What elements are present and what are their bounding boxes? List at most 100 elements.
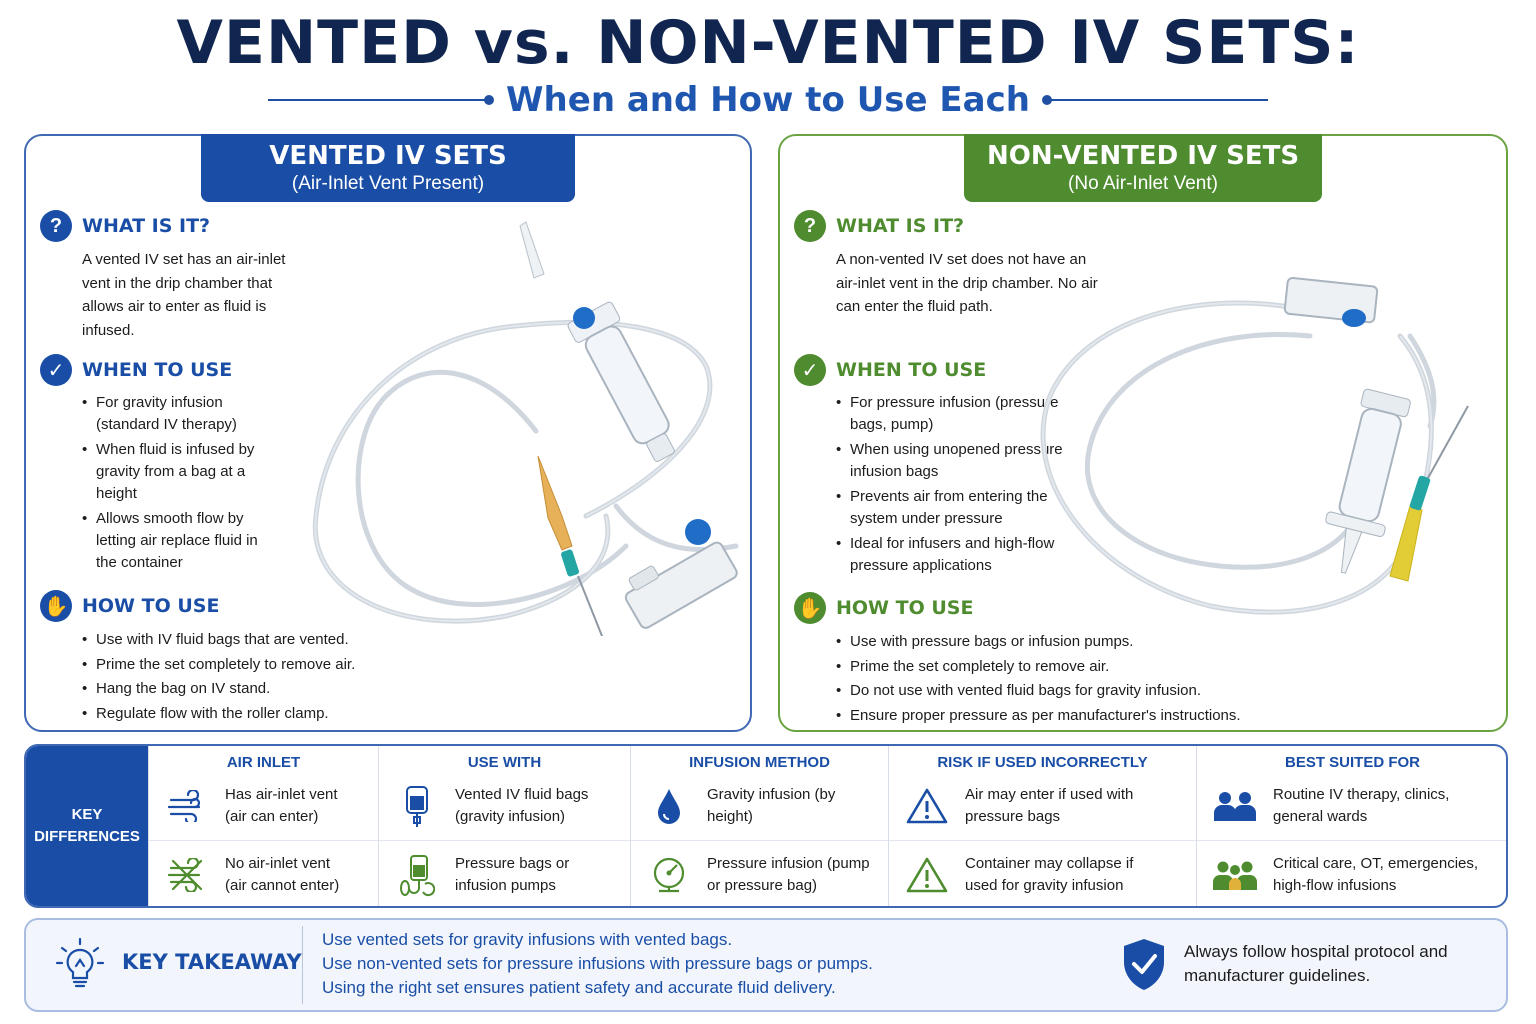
question-icon: ? bbox=[794, 210, 826, 242]
drop-icon bbox=[631, 786, 707, 826]
nonvented-panel: NON-VENTED IV SETS (No Air-Inlet Vent) ?… bbox=[778, 134, 1508, 732]
when-list: For pressure infusion (pressure bags, pu… bbox=[836, 392, 1096, 577]
list-item: Do not use with vented fluid bags for gr… bbox=[836, 679, 1456, 704]
nonvented-subtitle: (No Air-Inlet Vent) bbox=[1068, 173, 1218, 194]
diff-column-risk: RISK IF USED INCORRECTLY Air may enter i… bbox=[888, 746, 1196, 906]
vented-subtitle: (Air-Inlet Vent Present) bbox=[291, 173, 485, 194]
list-item: Prevents air from entering the system un… bbox=[836, 486, 1096, 530]
vented-when-section: ✓ WHEN TO USE For gravity infusion (stan… bbox=[40, 354, 272, 577]
takeaway-lines: Use vented sets for gravity infusions wi… bbox=[322, 928, 873, 1000]
question-icon: ? bbox=[40, 210, 72, 242]
list-item: Regulate flow with the roller clamp. bbox=[82, 702, 702, 727]
diff-column-air-inlet: AIR INLET Has air-inlet vent (air can en… bbox=[148, 746, 378, 906]
nonvented-how-section: ✋ HOW TO USE Use with pressure bags or i… bbox=[794, 592, 1456, 728]
list-item: Prime the set completely to remove air. bbox=[836, 655, 1456, 680]
what-text: A vented IV set has an air-inlet vent in… bbox=[82, 251, 286, 339]
shield-check-icon bbox=[1124, 939, 1164, 990]
gauge-icon bbox=[631, 855, 707, 895]
no-air-icon bbox=[149, 857, 225, 892]
list-item: When using unopened pressure infusion ba… bbox=[836, 439, 1096, 483]
section-title: WHAT IS IT? bbox=[836, 215, 965, 237]
section-title: WHAT IS IT? bbox=[82, 215, 211, 237]
vented-what-section: ? WHAT IS IT? A vented IV set has an air… bbox=[40, 210, 308, 342]
diff-column-use-with: USE WITH Vented IV fluid bags (gravity i… bbox=[378, 746, 630, 906]
divider-line bbox=[268, 95, 495, 105]
section-title: WHEN TO USE bbox=[836, 359, 987, 381]
list-item: Hang the bag on IV stand. bbox=[82, 677, 702, 702]
key-takeaway-label: KEY TAKEAWAY bbox=[122, 950, 302, 974]
vented-iv-set-image bbox=[312, 221, 739, 636]
takeaway-line: Use vented sets for gravity infusions wi… bbox=[322, 930, 733, 949]
section-title: WHEN TO USE bbox=[82, 359, 233, 381]
subtitle-row: When and How to Use Each bbox=[268, 78, 1269, 122]
group-blue-icon bbox=[1197, 789, 1273, 823]
cell-text: Has air-inlet vent (air can enter) bbox=[225, 786, 338, 825]
key-differences-table: KEY DIFFERENCES AIR INLET Has air-inlet … bbox=[24, 744, 1508, 908]
page-subtitle: When and How to Use Each bbox=[506, 80, 1030, 120]
nonvented-panel-header: NON-VENTED IV SETS (No Air-Inlet Vent) bbox=[964, 134, 1322, 202]
table-cell: Pressure bags or infusion pumps bbox=[379, 840, 630, 906]
cell-text: Routine IV therapy, clinics, general war… bbox=[1273, 786, 1450, 825]
table-cell: Container may collapse if used for gravi… bbox=[889, 840, 1196, 906]
column-header: INFUSION METHOD bbox=[689, 754, 830, 771]
list-item: Ensure proper pressure as per manufactur… bbox=[836, 704, 1456, 729]
nonvented-iv-set-image bbox=[1040, 276, 1469, 615]
cell-text: Critical care, OT, emergencies, high-flo… bbox=[1273, 854, 1479, 894]
cell-text: Pressure bags or infusion pumps bbox=[455, 854, 570, 894]
how-list: Use with pressure bags or infusion pumps… bbox=[836, 630, 1456, 728]
what-text: A non-vented IV set does not have an air… bbox=[836, 251, 1098, 315]
hand-icon: ✋ bbox=[794, 592, 826, 624]
group-green-icon bbox=[1197, 858, 1273, 892]
warning-blue-icon bbox=[889, 787, 965, 825]
column-header: USE WITH bbox=[467, 754, 542, 771]
warning-green-icon bbox=[889, 856, 965, 894]
table-cell: Critical care, OT, emergencies, high-flo… bbox=[1197, 840, 1506, 906]
table-cell: Pressure infusion (pump or pressure bag) bbox=[631, 840, 888, 906]
how-list: Use with IV fluid bags that are vented. … bbox=[82, 628, 702, 726]
section-title: HOW TO USE bbox=[82, 595, 220, 617]
air-flow-icon bbox=[149, 790, 225, 822]
divider bbox=[302, 926, 303, 1004]
diff-column-infusion-method: INFUSION METHOD Gravity infusion (by hei… bbox=[630, 746, 888, 906]
takeaway-note: Always follow hospital protocol and manu… bbox=[1184, 942, 1448, 985]
nonvented-what-section: ? WHAT IS IT? A non-vented IV set does n… bbox=[794, 210, 1106, 319]
list-item: When fluid is infused by gravity from a … bbox=[82, 439, 272, 505]
vented-panel-header: VENTED IV SETS (Air-Inlet Vent Present) bbox=[201, 134, 575, 202]
nonvented-when-section: ✓ WHEN TO USE For pressure infusion (pre… bbox=[794, 354, 1096, 580]
list-item: For gravity infusion (standard IV therap… bbox=[82, 392, 272, 436]
when-list: For gravity infusion (standard IV therap… bbox=[82, 392, 272, 574]
table-cell: No air-inlet vent (air cannot enter) bbox=[149, 840, 378, 906]
section-title: HOW TO USE bbox=[836, 597, 974, 619]
check-icon: ✓ bbox=[794, 354, 826, 386]
list-item: Allows smooth flow by letting air replac… bbox=[82, 508, 272, 574]
list-item: Ideal for infusers and high-flow pressur… bbox=[836, 533, 1096, 577]
cell-text: Container may collapse if used for gravi… bbox=[965, 854, 1134, 894]
vented-how-section: ✋ HOW TO USE Use with IV fluid bags that… bbox=[40, 590, 702, 726]
vented-panel: VENTED IV SETS (Air-Inlet Vent Present) … bbox=[24, 134, 752, 732]
cell-text: No air-inlet vent (air cannot enter) bbox=[225, 854, 340, 894]
table-cell: Vented IV fluid bags (gravity infusion) bbox=[379, 772, 630, 840]
column-header: BEST SUITED FOR bbox=[1284, 754, 1420, 771]
iv-bag-icon bbox=[379, 783, 455, 829]
diff-column-best-suited: BEST SUITED FOR Routine IV therapy, clin… bbox=[1196, 746, 1506, 906]
nonvented-title: NON-VENTED IV SETS bbox=[986, 141, 1300, 171]
cell-text: Gravity infusion (by height) bbox=[707, 786, 836, 825]
hand-icon: ✋ bbox=[40, 590, 72, 622]
key-differences-label: KEY DIFFERENCES bbox=[26, 746, 148, 906]
key-takeaway-box: KEY TAKEAWAY Use vented sets for gravity… bbox=[24, 918, 1508, 1012]
table-cell: Routine IV therapy, clinics, general war… bbox=[1197, 772, 1506, 840]
column-header: RISK IF USED INCORRECTLY bbox=[937, 754, 1148, 771]
table-cell: Gravity infusion (by height) bbox=[631, 772, 888, 840]
cell-text: Air may enter if used with pressure bags bbox=[965, 786, 1134, 825]
takeaway-line: Using the right set ensures patient safe… bbox=[322, 978, 836, 997]
takeaway-line: Use non-vented sets for pressure infusio… bbox=[322, 954, 873, 973]
divider-line bbox=[1041, 95, 1269, 105]
table-cell: Has air-inlet vent (air can enter) bbox=[149, 772, 378, 840]
list-item: Use with IV fluid bags that are vented. bbox=[82, 628, 702, 653]
cell-text: Pressure infusion (pump or pressure bag) bbox=[707, 854, 870, 894]
list-item: Prime the set completely to remove air. bbox=[82, 653, 702, 678]
check-icon: ✓ bbox=[40, 354, 72, 386]
lightbulb-icon bbox=[55, 937, 105, 988]
list-item: For pressure infusion (pressure bags, pu… bbox=[836, 392, 1096, 436]
cell-text: Vented IV fluid bags (gravity infusion) bbox=[455, 786, 589, 825]
